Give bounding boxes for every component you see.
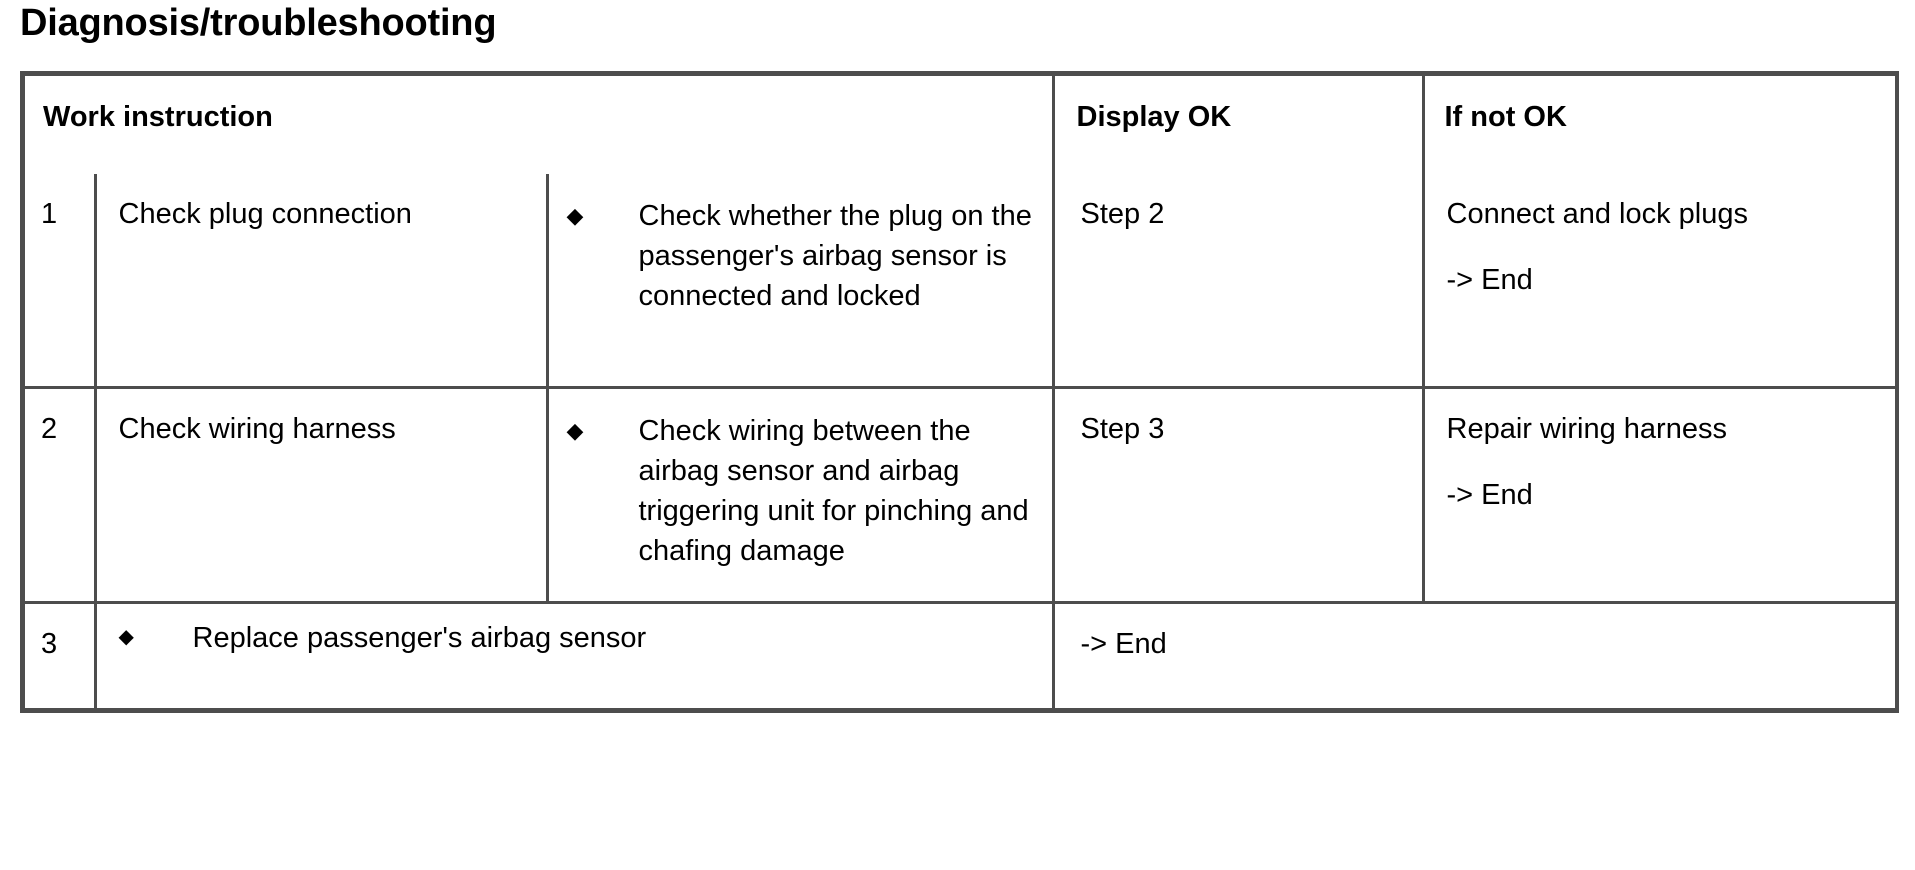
- step-detail-cell: ◆ Check wiring between the airbag sensor…: [545, 386, 1055, 604]
- diamond-bullet-icon: ◆: [118, 626, 134, 648]
- if-not-ok-cell: Connect and lock plugs -> End: [1421, 174, 1896, 389]
- display-ok-cell: -> End: [1051, 601, 1895, 708]
- display-ok-value: -> End: [1080, 628, 1167, 660]
- diamond-bullet-icon: ◆: [566, 418, 584, 443]
- bullet-list-item: ◆ Check whether the plug on the passenge…: [549, 174, 1052, 326]
- bullet-list-item: ◆ Replace passenger's airbag sensor: [97, 604, 1052, 668]
- step-number-cell: 3: [25, 601, 97, 708]
- step-detail-text: Check whether the plug on the passenger'…: [638, 200, 1032, 313]
- step-task-label: Check wiring harness: [118, 413, 396, 445]
- column-header-display-ok: Display OK: [1051, 76, 1425, 174]
- step-number: 1: [41, 198, 58, 230]
- display-ok-cell: Step 3: [1051, 386, 1425, 604]
- if-not-ok-cell: Repair wiring harness -> End: [1421, 386, 1896, 604]
- column-header-work-instruction: Work instruction: [25, 76, 1055, 174]
- step-detail-text: Check wiring between the airbag sensor a…: [638, 415, 1029, 568]
- if-not-ok-action: Connect and lock plugs: [1446, 198, 1748, 230]
- display-ok-cell: Step 2: [1051, 174, 1425, 389]
- bullet-list-item: ◆ Check wiring between the airbag sensor…: [549, 389, 1052, 581]
- step-number: 2: [41, 413, 58, 445]
- if-not-ok-end-marker: -> End: [1446, 479, 1533, 512]
- table-row: 2 Check wiring harness ◆ Check wiring be…: [25, 386, 1896, 604]
- if-not-ok-content: Connect and lock plugs -> End: [1425, 174, 1896, 310]
- table-header-row: Work instruction Display OK If not OK: [25, 76, 1895, 174]
- step-detail-cell: ◆ Replace passenger's airbag sensor: [93, 601, 1055, 708]
- if-not-ok-end-marker: -> End: [1446, 264, 1533, 297]
- step-detail-cell: ◆ Check whether the plug on the passenge…: [545, 174, 1055, 389]
- if-not-ok-content: Repair wiring harness -> End: [1425, 389, 1896, 525]
- if-not-ok-action: Repair wiring harness: [1446, 413, 1727, 445]
- step-number-cell: 1: [25, 174, 97, 389]
- step-number-cell: 2: [25, 386, 97, 604]
- table-row: 1 Check plug connection ◆ Check whether …: [25, 174, 1896, 389]
- step-number: 3: [41, 628, 58, 660]
- diamond-bullet-icon: ◆: [566, 203, 584, 228]
- column-header-if-not-ok-label: If not OK: [1444, 101, 1567, 133]
- column-header-display-ok-label: Display OK: [1076, 101, 1232, 133]
- display-ok-value: Step 3: [1080, 413, 1165, 445]
- step-detail-text: Replace passenger's airbag sensor: [192, 622, 647, 654]
- column-header-if-not-ok: If not OK: [1421, 76, 1895, 174]
- table-row: 3 ◆ Replace passenger's airbag sensor ->…: [25, 601, 1895, 708]
- diagnosis-table: Work instruction Display OK If not OK 1: [25, 76, 1895, 708]
- step-task-cell: Check wiring harness: [93, 386, 549, 604]
- step-task-cell: Check plug connection: [93, 174, 549, 389]
- column-header-work-instruction-label: Work instruction: [43, 101, 273, 133]
- page-title: Diagnosis/troubleshooting: [20, 2, 497, 44]
- diagnosis-table-container: Work instruction Display OK If not OK 1: [20, 71, 1899, 713]
- display-ok-value: Step 2: [1080, 198, 1165, 230]
- step-task-label: Check plug connection: [118, 198, 412, 230]
